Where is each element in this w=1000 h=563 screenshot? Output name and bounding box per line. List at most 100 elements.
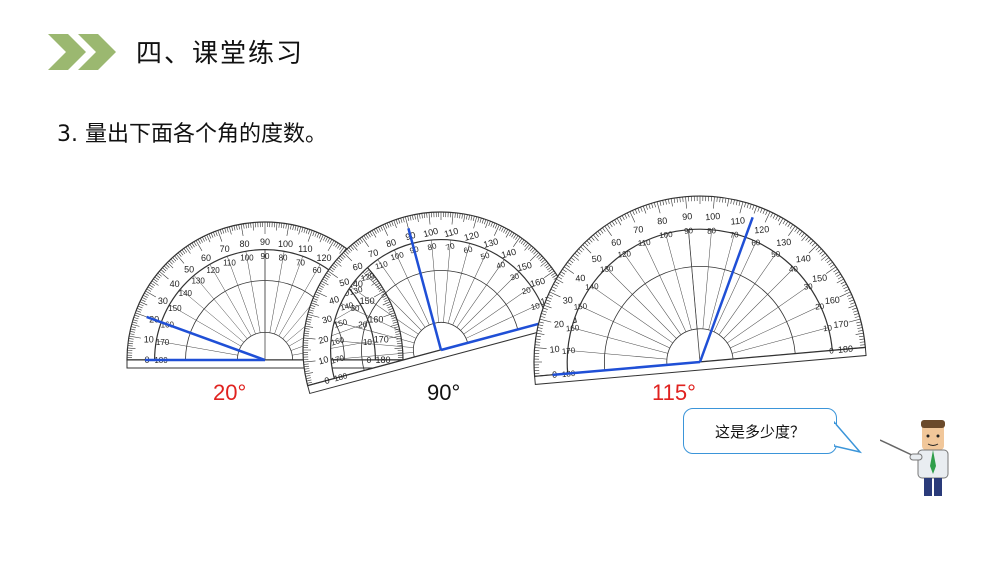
guide-line xyxy=(394,249,430,326)
guide-line xyxy=(193,275,248,340)
tick xyxy=(609,222,613,228)
tick xyxy=(367,232,371,238)
tick xyxy=(191,242,195,248)
tick xyxy=(132,321,138,324)
scale-outer-label: 170 xyxy=(833,319,849,330)
tick xyxy=(337,244,341,249)
guide-line xyxy=(643,241,687,333)
scale-outer-label: 10 xyxy=(144,335,154,345)
tick xyxy=(665,199,667,205)
tick xyxy=(303,354,309,356)
tick xyxy=(233,225,236,231)
tick xyxy=(433,212,435,218)
tick xyxy=(848,318,861,323)
guide-line xyxy=(330,340,414,348)
tick xyxy=(548,294,554,297)
tick xyxy=(782,219,786,225)
tick xyxy=(396,342,403,345)
tick xyxy=(762,209,766,214)
tick xyxy=(670,198,673,207)
tick xyxy=(217,230,223,242)
tick xyxy=(836,273,841,277)
double-chevron-icon xyxy=(48,34,116,70)
tick xyxy=(616,218,622,226)
tick xyxy=(396,340,402,342)
tick xyxy=(485,220,489,228)
tick xyxy=(292,224,294,230)
tick xyxy=(538,324,544,327)
tick xyxy=(134,314,140,317)
tick xyxy=(409,215,412,221)
tick xyxy=(535,341,541,343)
guide-line xyxy=(579,305,671,349)
scale-outer-label: 80 xyxy=(385,237,397,249)
tick xyxy=(153,278,158,283)
tick xyxy=(136,308,142,311)
tick xyxy=(749,204,752,209)
tick xyxy=(445,212,447,218)
tick xyxy=(713,196,715,209)
tick xyxy=(765,210,768,216)
scale-outer-label: 80 xyxy=(240,239,250,249)
scale-outer-label: 60 xyxy=(351,260,363,272)
tick xyxy=(443,212,444,218)
tick xyxy=(856,324,862,327)
tick xyxy=(127,347,136,349)
tick xyxy=(327,270,338,278)
scale-inner-label: 80 xyxy=(427,241,438,252)
tick xyxy=(384,299,390,302)
tick xyxy=(593,234,599,242)
tick xyxy=(341,253,346,258)
guide-line xyxy=(180,288,245,343)
tick xyxy=(307,313,320,318)
tick xyxy=(509,231,513,237)
tick xyxy=(856,321,862,324)
tick xyxy=(794,227,798,232)
tick xyxy=(770,212,774,218)
tick xyxy=(428,212,431,225)
guide-line xyxy=(340,303,417,339)
tick xyxy=(431,212,433,218)
scale-outer-label: 140 xyxy=(795,253,811,264)
tick xyxy=(808,244,818,254)
answer-angle-2: 90° xyxy=(427,380,461,405)
scale-outer-label: 110 xyxy=(443,226,459,239)
tick xyxy=(348,247,353,252)
tick xyxy=(815,246,820,251)
tick xyxy=(539,257,544,262)
tick xyxy=(599,229,604,234)
tick xyxy=(849,299,855,302)
tick xyxy=(380,225,383,231)
tick xyxy=(339,245,343,250)
scale-outer-label: 10 xyxy=(317,354,329,366)
tick xyxy=(313,295,319,299)
tick xyxy=(139,301,148,306)
tick xyxy=(189,244,193,249)
scale-inner-label: 60 xyxy=(751,238,761,248)
tick xyxy=(801,234,807,242)
scale-outer-label: 170 xyxy=(374,335,389,345)
tick xyxy=(602,227,606,232)
tick xyxy=(304,328,310,330)
scale-outer-label: 50 xyxy=(338,276,350,288)
tick xyxy=(165,263,170,268)
tick xyxy=(316,232,320,238)
guide-line xyxy=(209,264,252,337)
scale-inner-label: 40 xyxy=(789,264,799,274)
scale-outer-label: 30 xyxy=(321,313,333,325)
answer-angle-1: 20° xyxy=(213,380,247,405)
tick xyxy=(290,224,292,230)
scale-outer-label: 120 xyxy=(754,224,770,235)
tick xyxy=(556,278,564,284)
scale-outer-label: 40 xyxy=(328,294,340,306)
scale-outer-label: 150 xyxy=(516,260,533,274)
tick xyxy=(699,196,701,205)
tick xyxy=(335,261,342,267)
tick xyxy=(468,214,470,220)
tick xyxy=(308,309,314,312)
tick xyxy=(365,269,370,273)
tick xyxy=(819,250,824,255)
tick xyxy=(733,199,735,205)
tick xyxy=(807,238,812,243)
scale-outer-label: 30 xyxy=(562,295,573,306)
